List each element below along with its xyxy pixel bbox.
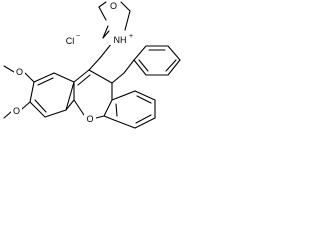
chemical-structure-diagram: O NH + Cl − O O O	[3, 0, 181, 129]
chloride-label: Cl	[66, 36, 75, 46]
chromene-pyran-ring	[73, 69, 113, 119]
methoxy-bottom-oxygen-label: O	[13, 106, 20, 116]
chromene-oxygen-label: O	[86, 114, 93, 124]
benzyl-group	[111, 45, 181, 84]
ammonium-nitrogen-label: NH	[114, 35, 127, 45]
chloride-charge-label: −	[76, 33, 80, 40]
morpholine-ring	[98, 1, 131, 39]
methoxy-groups	[3, 65, 35, 119]
ammonium-charge-label: +	[129, 33, 133, 40]
atom-labels: O NH + Cl − O O O	[11, 0, 134, 124]
methoxy-top-oxygen-label: O	[16, 67, 23, 77]
morpholine-oxygen-label: O	[110, 1, 117, 11]
methylene-linker	[88, 42, 113, 71]
dimethoxyphenyl-ring	[29, 72, 75, 118]
chromene-benzene-ring	[103, 90, 156, 129]
